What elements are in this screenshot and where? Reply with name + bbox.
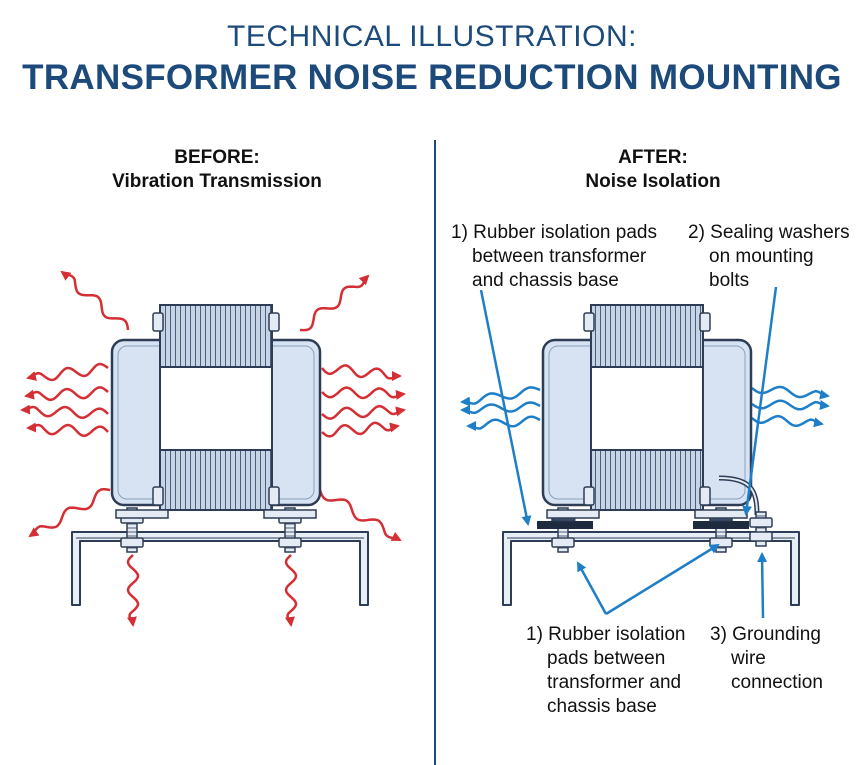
isolation-waves-group [460, 385, 830, 431]
rubber-isolation-pad [537, 521, 593, 529]
bolt-nut-icon [709, 537, 733, 548]
mounting-foot [546, 509, 600, 519]
rubber-isolation-pad [693, 521, 749, 529]
vibration-wave-arrow [60, 270, 130, 331]
after-heading: AFTER: [618, 147, 688, 168]
callout-sealing-washers: 2) Sealing washers on mounting bolts [688, 222, 850, 291]
mounting-bolt-icon [126, 507, 138, 553]
before-subheading: Vibration Transmission [112, 171, 322, 192]
clamp-bolt-icon [699, 312, 711, 332]
vibration-wave-arrow [321, 386, 406, 400]
callout-leader-arrow [576, 561, 608, 615]
vibration-waves-group [20, 270, 406, 627]
mounting-bolt-icon [284, 507, 296, 553]
title-line-1: TECHNICAL ILLUSTRATION: [227, 20, 637, 53]
after-subheading: Noise Isolation [585, 171, 721, 192]
isolation-wave-arrow [466, 415, 541, 431]
chassis-base-bracket [71, 531, 369, 606]
isolation-wave-arrow [460, 401, 541, 415]
after-transformer-assembly [502, 304, 800, 606]
bolt-nut-icon [551, 537, 575, 548]
vibration-wave-arrow [20, 404, 109, 420]
vibration-wave-arrow [24, 386, 109, 402]
callout-rubber-pads-top: 1) Rubber isolation pads between transfo… [451, 222, 657, 291]
panel-divider [434, 140, 436, 765]
clamp-bolt-icon [152, 312, 164, 332]
mounting-foot [115, 509, 169, 519]
clamp-bolt-icon [268, 486, 280, 506]
bolt-nut-icon [749, 531, 773, 542]
vibration-wave-arrow [321, 404, 406, 420]
vibration-wave-arrow [321, 364, 402, 381]
mounting-foot [263, 509, 317, 519]
clamp-bolt-icon [583, 486, 595, 506]
isolation-wave-arrow [460, 386, 541, 407]
bolt-nut-icon [120, 537, 144, 548]
isolation-wave-arrow [751, 385, 830, 400]
vibration-wave-arrow [284, 554, 298, 627]
clamp-bolt-icon [699, 486, 711, 506]
callout-leader-lines [479, 286, 778, 619]
vibration-wave-arrow [126, 554, 140, 627]
title-line-2: TRANSFORMER NOISE REDUCTION MOUNTING [22, 58, 842, 97]
core-window [590, 366, 704, 451]
mounting-foot [694, 509, 748, 519]
callout-leader-arrow [605, 543, 720, 616]
callout-grounding-wire: 3) Grounding wire connection [710, 624, 823, 693]
vibration-wave-arrow [321, 421, 400, 438]
callout-leader-arrow [757, 552, 768, 619]
isolation-wave-arrow [751, 415, 824, 428]
bolt-nut-icon [278, 537, 302, 548]
callout-leader-arrow [479, 289, 532, 526]
mounting-bolt-icon [557, 507, 569, 553]
callout-rubber-pads-bottom: 1) Rubber isolation pads between transfo… [526, 624, 686, 717]
chassis-base-bracket [502, 531, 800, 606]
vibration-wave-arrow [26, 422, 109, 438]
before-heading: BEFORE: [174, 147, 260, 168]
mounting-bolt-icon [755, 511, 767, 547]
clamp-bolt-icon [268, 312, 280, 332]
vibration-wave-arrow [318, 489, 402, 542]
before-transformer-assembly [71, 304, 369, 606]
before-heading-block: BEFORE: Vibration Transmission [67, 146, 367, 194]
core-window [159, 366, 273, 451]
vibration-wave-arrow [26, 362, 109, 382]
callout-leader-arrow [742, 286, 778, 516]
clamp-bolt-icon [152, 486, 164, 506]
isolation-wave-arrow [751, 399, 830, 411]
mounting-bolt-icon [715, 507, 727, 553]
clamp-bolt-icon [583, 312, 595, 332]
bolt-nut-icon [749, 517, 773, 528]
vibration-wave-arrow [299, 274, 370, 332]
after-heading-block: AFTER: Noise Isolation [503, 146, 803, 194]
vibration-wave-arrow [28, 488, 111, 538]
